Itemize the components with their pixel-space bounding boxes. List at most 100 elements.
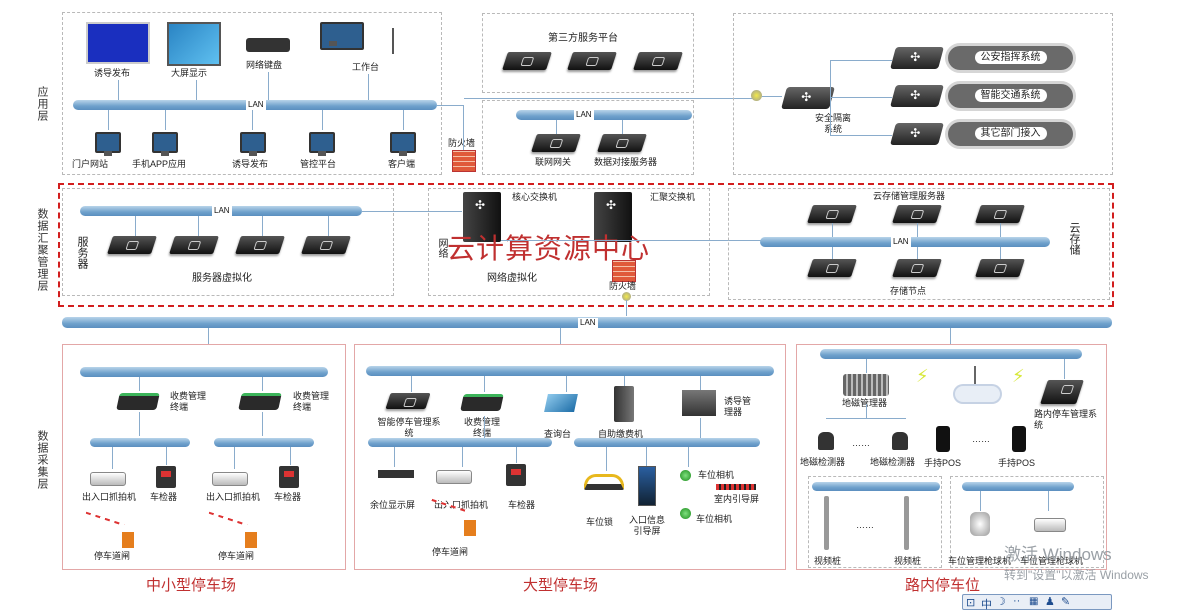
- device-label: 手持POS: [998, 458, 1036, 468]
- video-pile-box: [808, 476, 942, 568]
- device-label: 视频桩: [814, 556, 842, 566]
- lan-label: LAN: [578, 318, 598, 328]
- keyboard-icon[interactable]: ▦: [1029, 596, 1039, 607]
- storage-node-icon: [807, 259, 857, 277]
- core-switch-icon: [463, 192, 501, 242]
- display-screen-icon: [378, 470, 414, 478]
- network-side-label: 网络: [436, 238, 447, 258]
- server-virt-label: 服务器虚拟化: [192, 273, 252, 284]
- cloud-center-border: [58, 183, 1114, 307]
- agg-switch-label: 汇聚交换机: [650, 192, 696, 202]
- handheld-pos-icon: [1012, 426, 1026, 452]
- large-lot-title: 大型停车场: [523, 577, 599, 594]
- activation-watermark-sub: 转到"设置"以激活 Windows: [1004, 568, 1149, 582]
- device-label: 地磁管理器: [842, 398, 888, 408]
- device-label: 车位相机: [696, 514, 733, 524]
- switch-icon: [890, 47, 944, 69]
- third-party-title: 第三方服务平台: [548, 33, 618, 44]
- device-label: 路内停车管理系统: [1034, 409, 1098, 430]
- server-box: [62, 188, 394, 296]
- parking-lock-icon: [584, 474, 624, 490]
- device-label: 手持POS: [924, 458, 962, 468]
- device-label: 自助缴费机: [598, 429, 644, 439]
- storage-server-icon: [807, 205, 857, 223]
- barrier-icon: [122, 532, 134, 548]
- lan-label: LAN: [574, 110, 594, 120]
- fee-terminal-icon: [116, 393, 160, 410]
- device-label: 车检器: [274, 492, 302, 502]
- storage-server-icon: [975, 205, 1025, 223]
- storage-nodes-label: 存储节点: [890, 286, 927, 296]
- device-label: 诱导发布: [94, 68, 131, 78]
- device-label: 车检器: [150, 492, 178, 502]
- device-label: 收费管理终端: [170, 391, 207, 412]
- device-label: 管控平台: [300, 159, 337, 169]
- wireless-icon: ⚡: [916, 366, 929, 386]
- server-icon: [597, 134, 647, 152]
- ime-logo-icon[interactable]: ⊡: [966, 597, 976, 609]
- device-label: 车位管理枪球机: [1020, 556, 1084, 566]
- lan-label: LAN: [212, 206, 232, 216]
- large-lot-box: [354, 344, 786, 570]
- storage-side-label: 云存储: [1068, 222, 1080, 255]
- device-label: 停车道闸: [218, 551, 255, 561]
- device-label: 工作台: [352, 62, 380, 72]
- layer-label-data: 数据汇聚管理层: [36, 208, 48, 292]
- dome-camera-icon: [970, 512, 990, 536]
- settings-icon[interactable]: ✎: [1061, 596, 1071, 608]
- device-label: 收费管理终端: [293, 391, 330, 412]
- device-label: 出入口抓拍机: [206, 492, 261, 502]
- ime-toolbar[interactable]: ⊡ 中 ☽ ·· ▦ ♟ ✎: [962, 594, 1112, 611]
- mag-manager-icon: [843, 374, 889, 396]
- device-label: 余位显示屏: [370, 500, 416, 510]
- target-system-cloud: 其它部门接入: [948, 122, 1073, 146]
- device-label: 查询台: [544, 429, 572, 439]
- storage-server-icon: [892, 205, 942, 223]
- device-label: 出入口抓拍机: [82, 492, 137, 502]
- pc-icon: [95, 132, 121, 156]
- gateway-box: [482, 100, 694, 175]
- switch-icon: [890, 123, 944, 145]
- device-label: 停车道闸: [94, 551, 131, 561]
- device-label: 门户网站: [72, 159, 109, 169]
- moon-icon[interactable]: ☽: [996, 596, 1006, 608]
- link-node-icon: [622, 292, 631, 301]
- core-switch-label: 核心交换机: [512, 192, 558, 202]
- device-label: 车位管理枪球机: [948, 556, 1012, 566]
- spot-camera-icon: [680, 470, 691, 481]
- ime-lang-toggle[interactable]: 中: [981, 599, 992, 611]
- keyboard-icon: [246, 38, 290, 52]
- firewall-icon: [612, 260, 636, 282]
- barrier-icon: [464, 520, 476, 536]
- handheld-pos-icon: [936, 426, 950, 452]
- firewall-icon: [452, 150, 476, 172]
- pc-icon: [240, 132, 266, 156]
- storage-mgmt-label: 云存储管理服务器: [873, 191, 946, 201]
- firewall-label: 防火墙: [609, 281, 637, 291]
- small-lot-title: 中小型停车场: [146, 577, 237, 594]
- server-side-label: 服务器: [76, 236, 88, 269]
- parking-system-icon: [385, 393, 431, 409]
- spot-camera-icon: [680, 508, 691, 519]
- device-label: 联网网关: [535, 157, 572, 167]
- capture-camera-icon: [436, 470, 472, 484]
- punctuation-toggle[interactable]: ··: [1013, 595, 1021, 607]
- user-icon[interactable]: ♟: [1045, 596, 1055, 608]
- vehicle-detector-icon: [279, 466, 299, 488]
- server-icon: [301, 236, 351, 254]
- device-label: 室内引导屏: [714, 494, 760, 504]
- device-label: 停车道闸: [432, 547, 469, 557]
- device-label: 智能停车管理系统: [377, 417, 441, 438]
- workstation-icon: [320, 22, 364, 50]
- device-label: 诱导发布: [232, 159, 269, 169]
- agg-switch-icon: [594, 192, 632, 242]
- network-cloud-icon: [955, 386, 1000, 402]
- isolation-device-icon: [781, 87, 835, 109]
- small-lot-sub-bus: [90, 438, 190, 447]
- device-label: 地磁检测器: [870, 457, 916, 467]
- activation-watermark: 激活 Windows: [1004, 545, 1112, 564]
- network-box: [428, 188, 710, 296]
- server-icon: [107, 236, 157, 254]
- cloud-center-title: 云计算资源中心: [447, 233, 651, 264]
- device-label: 数据对接服务器: [594, 157, 658, 167]
